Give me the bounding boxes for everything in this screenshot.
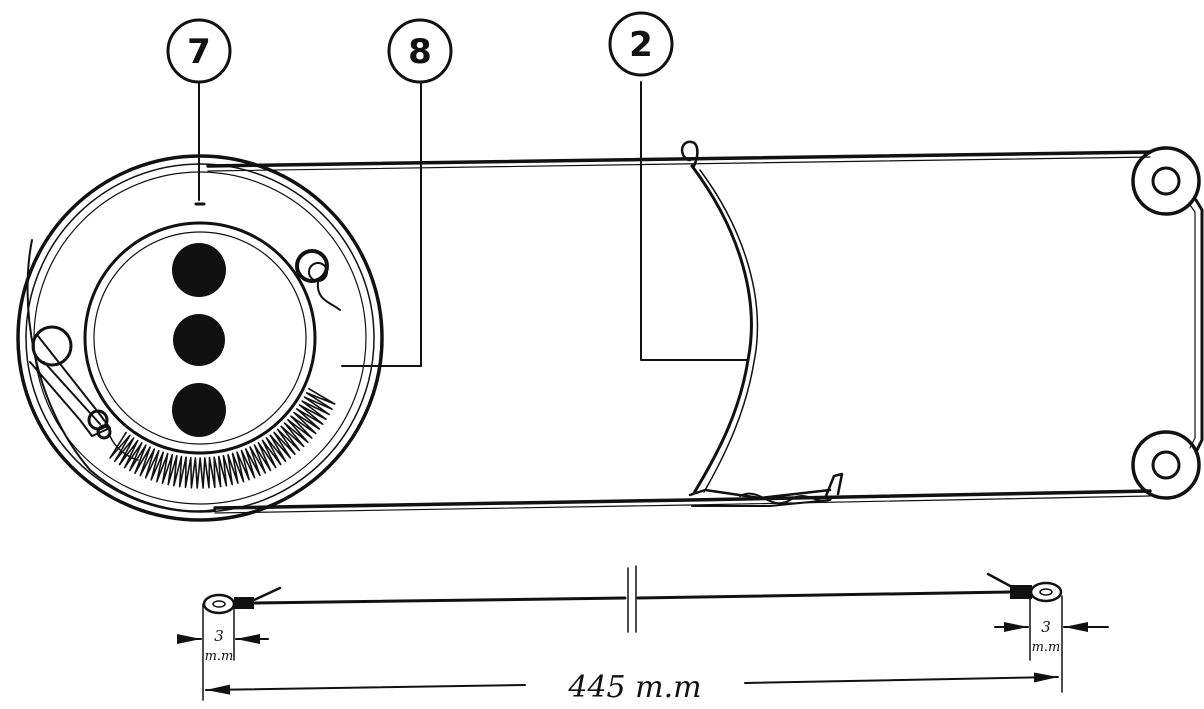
svg-text:7: 7 (187, 32, 211, 72)
svg-text:m.m: m.m (1032, 640, 1061, 655)
top-right-pulley (1131, 146, 1201, 216)
drum-lever (29, 325, 139, 461)
cable-detail: 3 m.m 3 m.m 445 m.m (177, 565, 1109, 705)
svg-text:8: 8 (408, 32, 432, 72)
cable-left-segment (253, 596, 627, 605)
callout-8: 8 (387, 18, 453, 84)
callout-7: 7 (166, 18, 232, 84)
svg-text:3: 3 (214, 627, 224, 645)
total-length-label: 445 m.m (567, 670, 701, 704)
svg-text:3: 3 (1041, 618, 1051, 636)
bottom-right-pulley (1131, 430, 1201, 500)
spring-anchor (295, 249, 341, 311)
upper-assembly: 7 8 2 (16, 11, 1204, 522)
tensioner-clip (680, 140, 844, 507)
total-length-dimension: 445 m.m (205, 670, 1059, 705)
cable-right-segment (636, 590, 1012, 600)
right-eyelet (986, 572, 1063, 603)
svg-text:2: 2 (629, 25, 653, 65)
spring-drum (16, 154, 384, 522)
drum-hole-bottom (172, 383, 226, 437)
drum-hole-top (172, 243, 226, 297)
drum-hole-middle (173, 314, 225, 366)
left-eyelet (202, 586, 282, 615)
callout-leaders (198, 81, 749, 367)
coil-spring (109, 387, 336, 489)
svg-text:m.m: m.m (205, 649, 234, 664)
callout-2: 2 (608, 11, 674, 77)
belt-loop (206, 150, 1204, 514)
right-gap-dimension: 3 m.m (994, 595, 1109, 693)
left-gap-dimension: 3 m.m (177, 603, 269, 701)
